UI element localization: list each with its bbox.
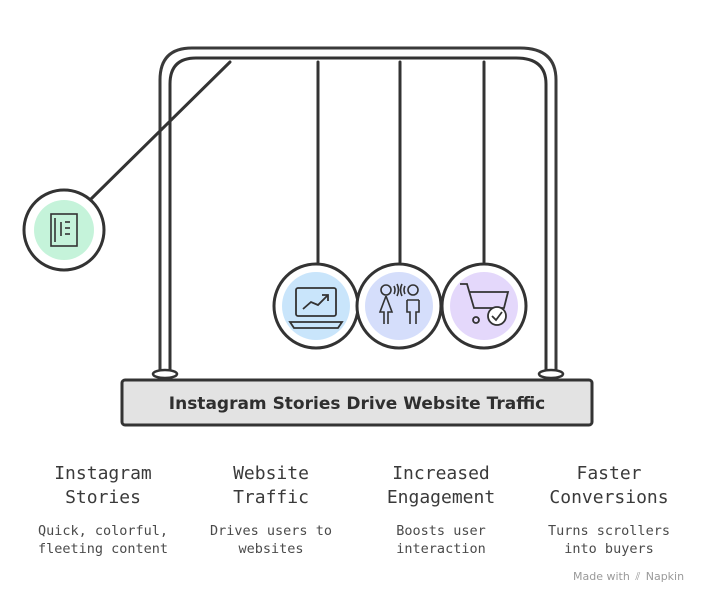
caption-title: Website Traffic <box>233 463 309 508</box>
caption-title: Faster Conversions <box>549 463 669 508</box>
pendulum-strings <box>88 60 486 264</box>
caption-description: Boosts user interaction <box>396 523 486 557</box>
caption-description: Quick, colorful, fleeting content <box>37 523 169 557</box>
ball-fill-3 <box>365 272 433 340</box>
caption-title: Increased Engagement <box>386 463 496 508</box>
made-with-napkin-credit: Made with ⫽ Napkin <box>573 570 684 584</box>
credit-brand: Napkin <box>645 570 685 583</box>
caption-description: Drives users to websites <box>210 523 332 557</box>
pendulum-ball-instagram-stories <box>22 188 106 272</box>
pendulum-ball-increased-engagement <box>355 262 443 350</box>
shopping-cart-check-icon <box>460 283 510 326</box>
napkin-logo-icon: ⫽ <box>635 570 641 583</box>
caption-instagram-stories: Instagram Stories Quick, colorful, fleet… <box>18 462 188 558</box>
caption-website-traffic: Website Traffic Drives users to websites <box>186 462 356 558</box>
ball-fill-4 <box>450 272 518 340</box>
caption-description: Turns scrollers into buyers <box>548 523 670 557</box>
cradle-frame <box>158 46 558 374</box>
book-icon <box>50 213 78 247</box>
pendulum-ball-faster-conversions <box>440 262 528 350</box>
cradle-base: Instagram Stories Drive Website Traffic <box>120 378 594 427</box>
people-talking-icon <box>378 283 420 324</box>
caption-title: Instagram Stories <box>54 463 152 508</box>
caption-faster-conversions: Faster Conversions Turns scrollers into … <box>524 462 694 558</box>
ball-fill-1 <box>34 200 94 260</box>
frame-feet <box>151 368 565 380</box>
diagram-title: Instagram Stories Drive Website Traffic <box>169 394 545 414</box>
ball-fill-2 <box>282 272 350 340</box>
laptop-chart-icon <box>288 287 344 329</box>
caption-increased-engagement: Increased Engagement Boosts user interac… <box>356 462 526 558</box>
pendulum-ball-website-traffic <box>272 262 360 350</box>
newtons-cradle-diagram: Instagram Stories Drive Website Traffic <box>22 46 594 427</box>
credit-prefix: Made with <box>573 570 630 583</box>
